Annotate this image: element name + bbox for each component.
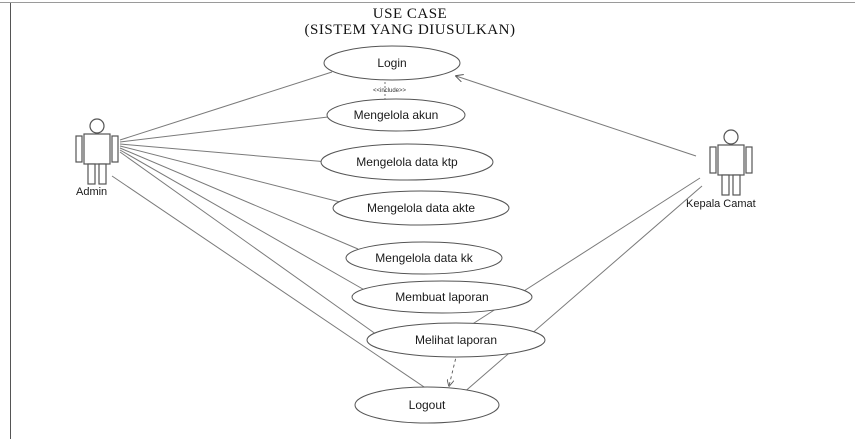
- assoc-admin-logout: [111, 175, 431, 392]
- camat-login-arrow: [456, 76, 697, 157]
- assoc-admin-akun: [119, 116, 329, 143]
- camat-actor-right-leg: [732, 174, 741, 196]
- kepala-camat-actor-label: Kepala Camat: [686, 198, 756, 210]
- assoc-admin-login: [119, 71, 333, 141]
- include-label: <<include>>: [373, 88, 407, 94]
- usecase-melihat-laporan-label: Melihat laporan: [415, 333, 497, 347]
- camat-actor-head: [723, 129, 739, 145]
- usecase-mengelola-data-kk: [345, 241, 503, 275]
- diagram-subtitle: (SISTEM YANG DIUSULKAN): [304, 22, 516, 38]
- diagram-title: USE CASE: [372, 6, 448, 22]
- usecase-mengelola-data-akte-label: Mengelola data akte: [367, 201, 475, 215]
- melihat-logout-dependency: [449, 352, 458, 386]
- assoc-admin-membuat: [119, 149, 369, 293]
- usecase-membuat-laporan: [351, 280, 533, 314]
- usecase-login: [323, 45, 461, 81]
- usecase-membuat-laporan-label: Membuat laporan: [395, 290, 488, 304]
- admin-actor-left-leg: [87, 163, 96, 185]
- left-border: [10, 3, 11, 439]
- assoc-camat-logout: [461, 185, 703, 395]
- camat-actor-left-leg: [721, 174, 730, 196]
- top-border: [0, 2, 855, 3]
- usecase-mengelola-akun-label: Mengelola akun: [354, 108, 439, 122]
- usecase-login-label: Login: [377, 56, 406, 70]
- camat-actor-body: [717, 144, 745, 176]
- assoc-admin-ktp: [119, 143, 329, 163]
- camat-actor-right-arm: [745, 146, 753, 174]
- assoc-admin-kk: [119, 147, 359, 250]
- admin-actor-right-arm: [111, 135, 119, 163]
- usecase-logout-label: Logout: [409, 398, 446, 412]
- admin-actor-label: Admin: [76, 186, 108, 198]
- usecase-mengelola-data-ktp: [320, 143, 494, 181]
- usecase-mengelola-data-akte: [332, 190, 510, 226]
- usecase-mengelola-data-kk-label: Mengelola data kk: [375, 251, 473, 265]
- camat-actor-left-arm: [709, 146, 717, 174]
- kepala-camat-actor-figure: [709, 129, 753, 196]
- usecase-melihat-laporan: [366, 322, 546, 358]
- usecase-mengelola-data-ktp-label: Mengelola data ktp: [356, 155, 458, 169]
- admin-associations: [111, 71, 431, 392]
- usecase-mengelola-akun: [326, 98, 466, 132]
- admin-actor-figure: [75, 118, 119, 185]
- usecase-logout: [354, 386, 500, 424]
- assoc-admin-akte: [119, 145, 341, 203]
- assoc-admin-melihat: [119, 151, 381, 338]
- admin-actor-left-arm: [75, 135, 83, 163]
- admin-actor-right-leg: [98, 163, 107, 185]
- admin-actor-body: [83, 133, 111, 165]
- admin-actor-head: [89, 118, 105, 134]
